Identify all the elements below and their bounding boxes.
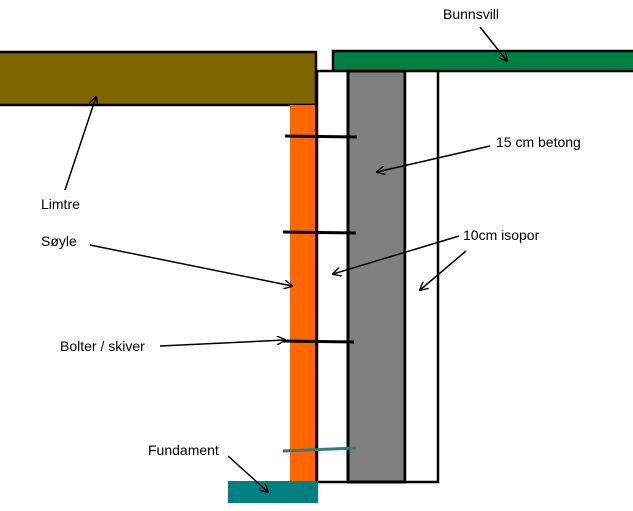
bunnsvill-plate [331, 49, 633, 73]
label-fundament: Fundament [148, 442, 219, 458]
label-bunnsvill: Bunnsvill [443, 6, 499, 22]
label-isopor: 10cm isopor [463, 227, 540, 243]
isopor-arrow-inner [333, 235, 460, 274]
label-limtre: Limtre [41, 196, 80, 212]
bolt-2 [282, 230, 357, 235]
label-bolter: Bolter / skiver [60, 338, 145, 354]
betong-layer [346, 69, 407, 484]
betong-arrow [377, 145, 491, 172]
bunnsvill-arrow [479, 26, 507, 61]
bolt-1 [284, 134, 358, 139]
soyle-column [290, 105, 315, 483]
outer-isopor-layer [403, 69, 440, 484]
fundament-arrow [227, 455, 268, 492]
fundament-bolt [282, 446, 357, 453]
label-soyle: Søyle [41, 233, 77, 249]
soyle-arrow [89, 244, 292, 286]
inner-isopor-layer [315, 69, 350, 484]
bolt-3 [282, 339, 355, 344]
fundament-block [228, 481, 318, 503]
limtre-beam [0, 50, 318, 107]
limtre-arrow [64, 97, 96, 191]
bolter-arrow [159, 340, 285, 347]
isopor-arrow-outer [420, 250, 467, 290]
label-betong: 15 cm betong [496, 134, 581, 150]
